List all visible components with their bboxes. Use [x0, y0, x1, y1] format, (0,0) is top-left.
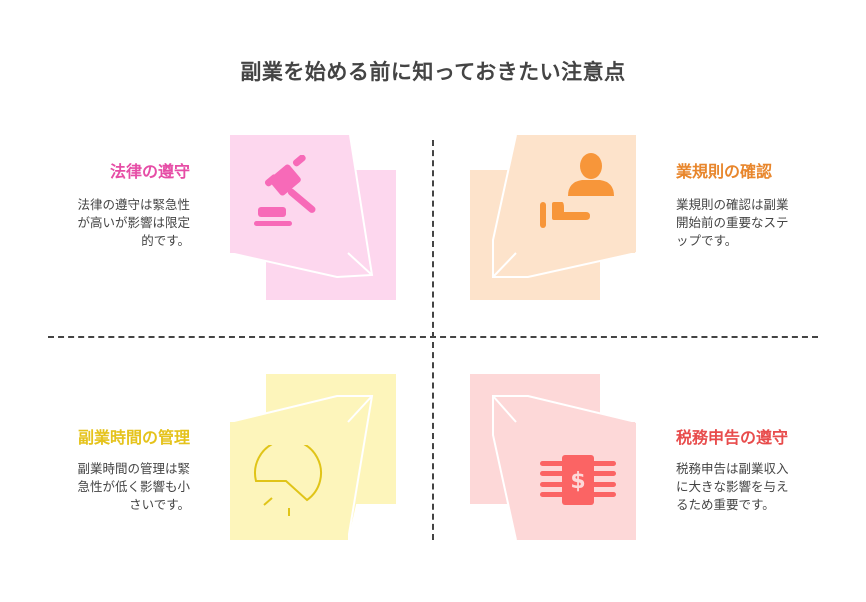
time-front-square: [230, 422, 348, 540]
tax-desc-line: に大きな影響を与え: [676, 479, 789, 494]
page-title: 副業を始める前に知っておきたい注意点: [240, 60, 626, 84]
rules-description: 業規則の確認は副業 開始前の重要なステ ップです。: [676, 196, 812, 250]
time-desc-line: 急性が低く影響も小: [77, 479, 190, 494]
tax-desc-line: 税務申告は副業収入: [676, 461, 789, 476]
time-heading: 副業時間の管理: [77, 428, 190, 447]
time-desc-line: 副業時間の管理は緊: [77, 461, 190, 476]
legal-description: 法律の遵守は緊急性 が高いが影響は限定 的です。: [54, 196, 190, 250]
gavel-icon: [254, 155, 316, 226]
legal-desc-line: 的です。: [141, 233, 190, 248]
legal-heading: 法律の遵守: [109, 162, 190, 181]
legal-desc-line: 法律の遵守は緊急性: [77, 197, 190, 212]
rules-desc-line: ップです。: [676, 233, 738, 248]
rules-desc-line: 業規則の確認は副業: [676, 197, 789, 212]
legal-desc-line: が高いが影響は限定: [77, 215, 190, 230]
person-hand-icon: [540, 153, 614, 228]
time-description: 副業時間の管理は緊 急性が低く影響も小 さいです。: [54, 460, 190, 514]
rules-heading: 業規則の確認: [676, 162, 773, 181]
rules-desc-line: 開始前の重要なステ: [676, 215, 789, 230]
tax-heading: 税務申告の遵守: [676, 428, 789, 447]
tax-desc-line: るため重要です。: [676, 497, 775, 512]
vertical-divider: [432, 140, 434, 540]
horizontal-divider: [48, 336, 818, 338]
dollar-chip-icon: $: [540, 455, 616, 505]
svg-text:$: $: [570, 469, 585, 494]
clock-pie-icon: [254, 445, 322, 516]
time-desc-line: さいです。: [129, 497, 190, 512]
tax-description: 税務申告は副業収入 に大きな影響を与え るため重要です。: [676, 460, 812, 514]
